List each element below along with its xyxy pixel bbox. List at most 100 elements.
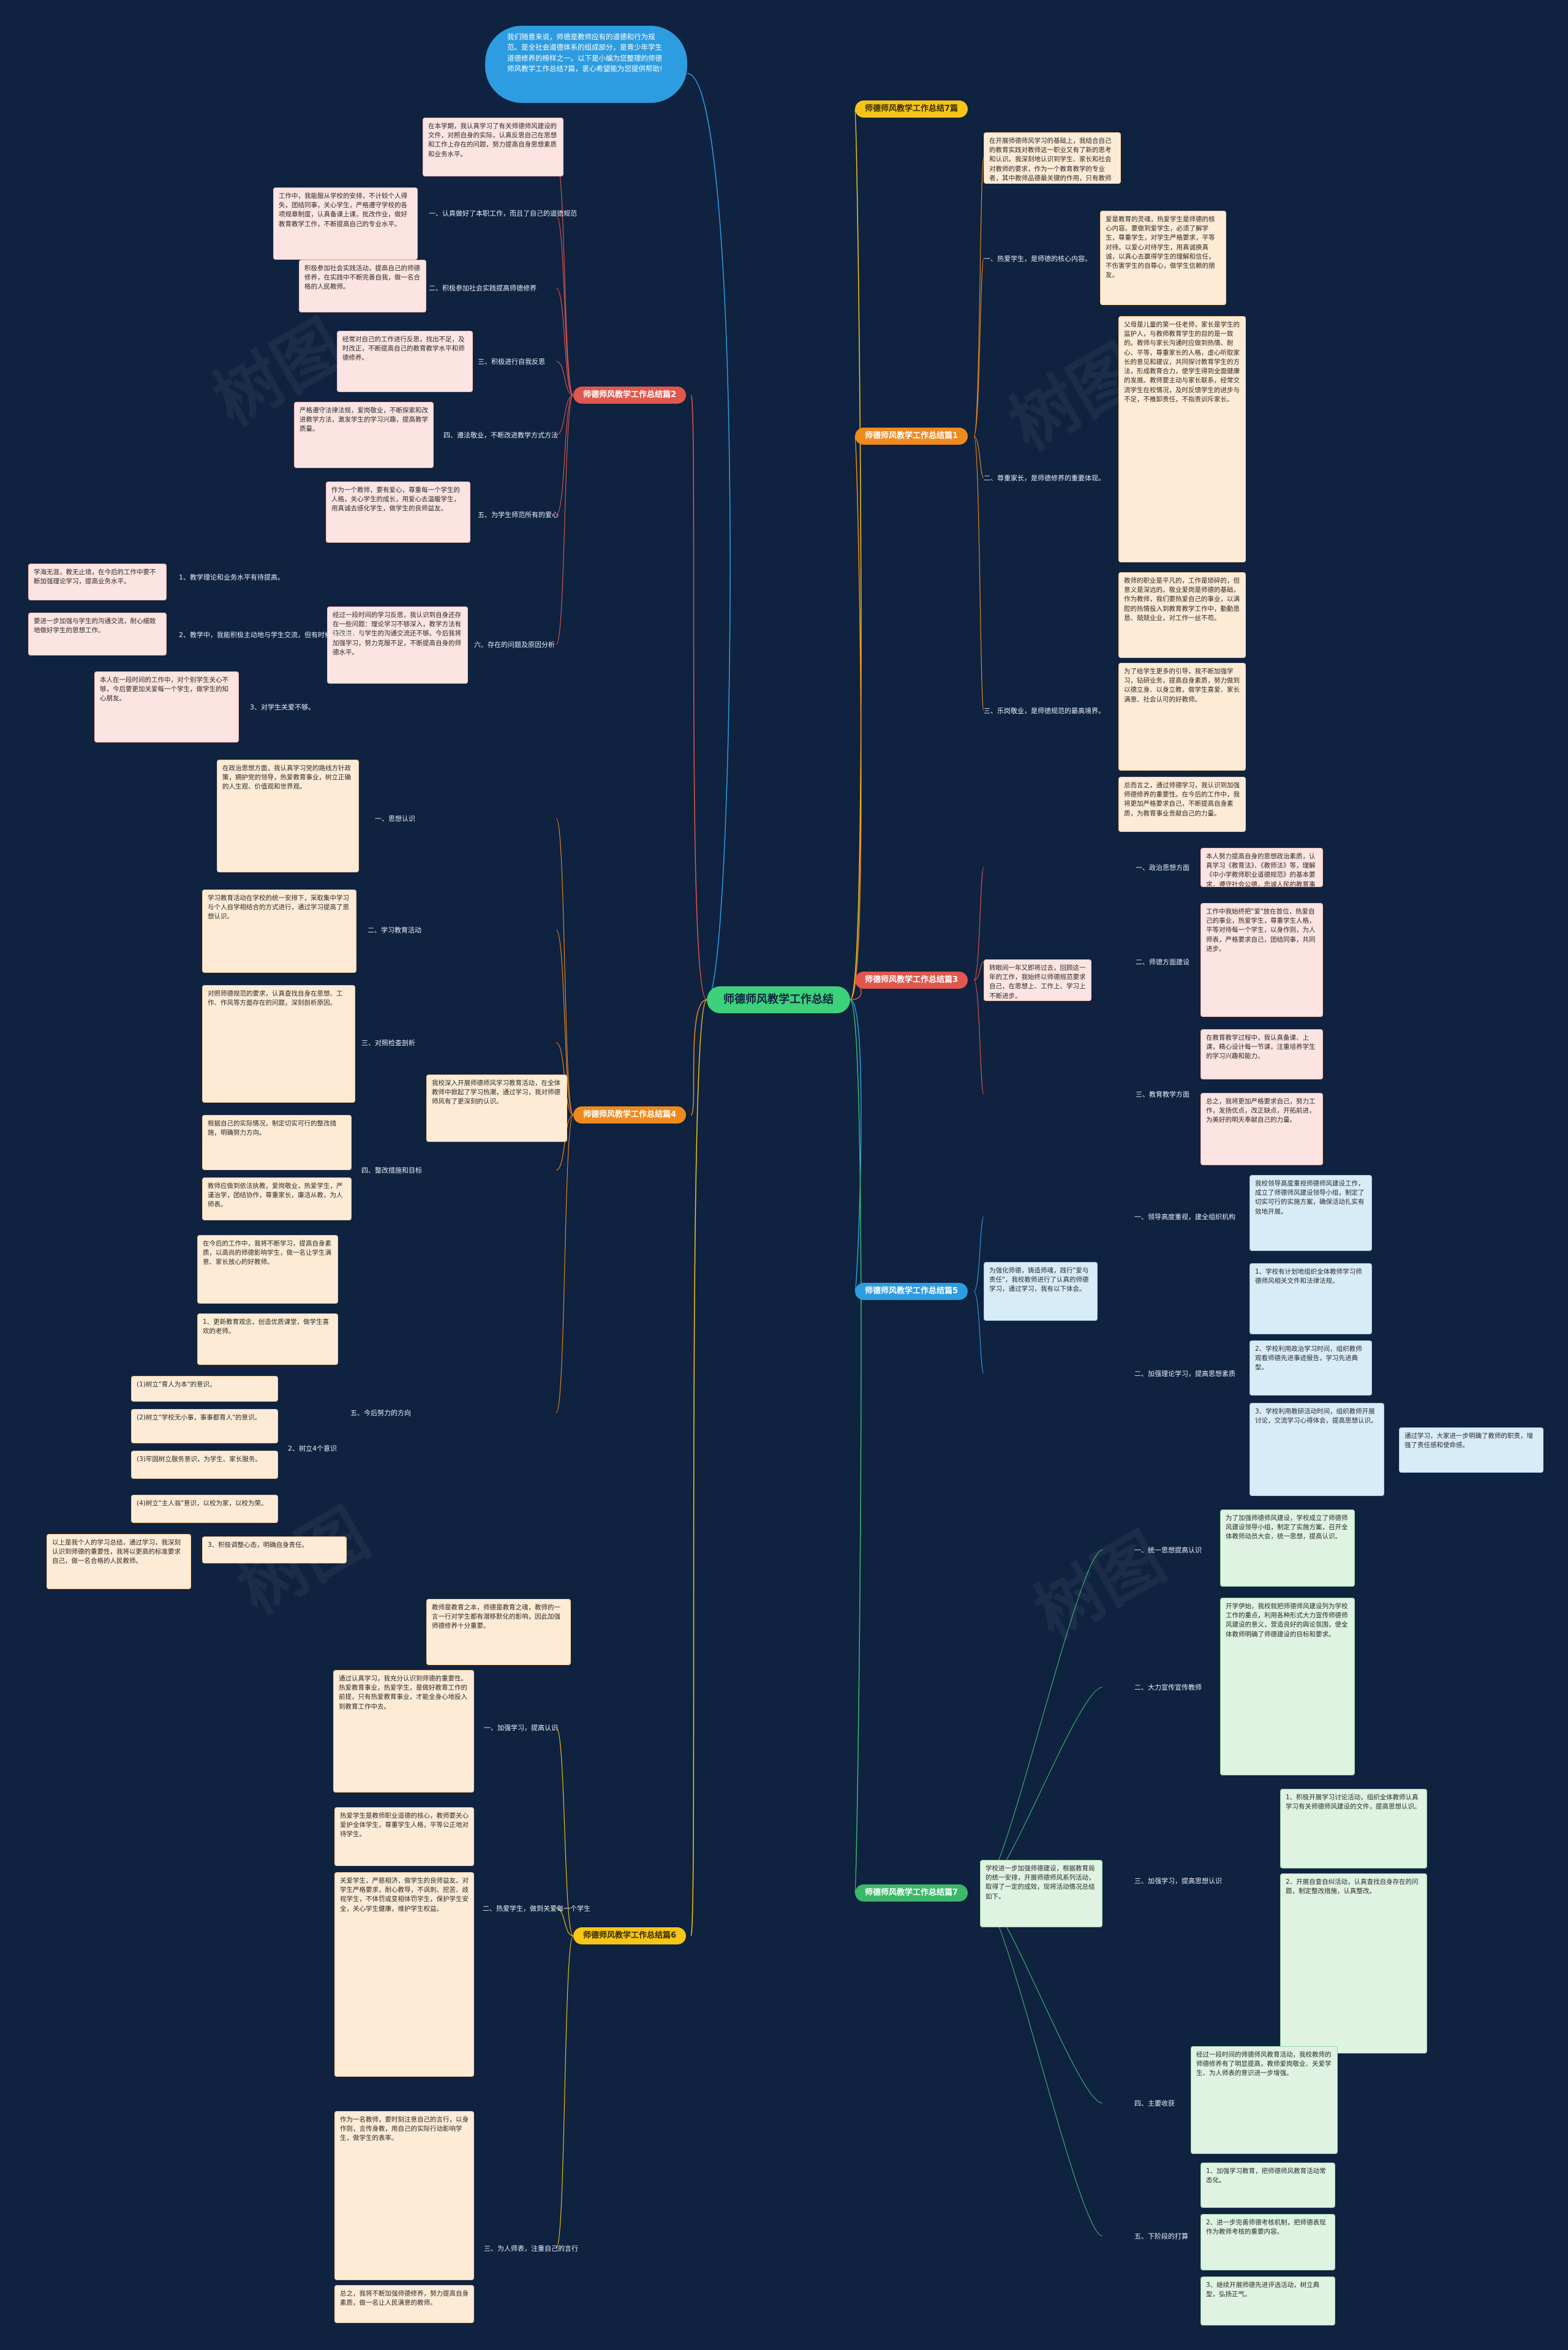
b6-section-1-text: 通过认真学习，我充分认识到师德的重要性。热爱教育事业，热爱学生，是做好教育工作的… [333, 1670, 474, 1793]
b4-section-4-text-2: 教师应做到依法执教，爱岗敬业，热爱学生，严谨治学，团结协作，尊重家长，廉洁从教，… [202, 1177, 352, 1220]
b2-section-1-text: 工作中，我能服从学校的安排，不计较个人得失，团结同事，关心学生，严格遵守学校的各… [273, 187, 418, 260]
b3-section-2-text: 工作中我始终把"爱"放在首位，热爱自己的事业，热爱学生，尊重学生人格，平等对待每… [1200, 903, 1323, 1017]
b4-section-3-text: 对照师德规范的要求，认真查找自身在思想、工作、作风等方面存在的问题，深刻剖析原因… [202, 985, 355, 1103]
b7b-section-3-text-2: 2、开展自查自纠活动，认真查找自身存在的问题，制定整改措施，认真整改。 [1280, 1873, 1427, 2053]
b5-section-2-text-3: 3、学校利用教研活动时间，组织教师开展讨论，交流学习心得体会，提高思想认识。 [1250, 1403, 1384, 1496]
branch-summary-7[interactable]: 师德师风教学工作总结7篇 [855, 100, 968, 118]
link-root-b5 [850, 999, 862, 1292]
b1-intro: 在开展师德师风学习的基础上，我结合自己的教育实践对教师这一职业又有了新的思考和认… [984, 132, 1121, 184]
b4-intro: 我校深入开展师德师风学习教育活动，在全体教师中掀起了学习热潮，通过学习，我对师德… [426, 1075, 567, 1142]
b2-section-5: 五、为学生师范所有的爱心 [478, 511, 559, 519]
b2-section-4: 四、遵法敬业，不断改进教学方式方法 [443, 431, 558, 439]
b4-point-2d: (4)树立"主人翁"意识，以校为家，以校为荣。 [131, 1495, 278, 1523]
b4-section-5-text: 在今后的工作中，我将不断学习，提高自身素质，以高尚的师德影响学生，做一名让学生满… [197, 1235, 338, 1304]
b4-point-2b: (2)树立"学校无小事，事事都育人"的意识。 [131, 1409, 278, 1443]
b5-intro: 为强化师德，铸造师魂，践行"爱与责任"，我校教师进行了认真的师德学习，通过学习，… [984, 1262, 1098, 1321]
b1-section-3-text-1: 教师的职业是平凡的，工作是琐碎的，但意义是深远的。敬业爱岗是师德的基础，作为教师… [1118, 572, 1246, 658]
b6-section-3-text-2: 总之，我将不断加强师德修养，努力提高自身素质，做一名让人民满意的教师。 [334, 2285, 474, 2323]
b1-section-2-text: 父母是儿童的第一任老师，家长是学生的监护人，与教师教育学生的目的是一致的。教师与… [1118, 316, 1246, 562]
b5-section-2-text-1: 1、学校有计划地组织全体教师学习师德师风相关文件和法律法规。 [1250, 1263, 1372, 1334]
b2-section-4-text: 严格遵守法律法规，爱岗敬业，不断探索和改进教学方法，激发学生的学习兴趣，提高教学… [294, 402, 434, 468]
b6-intro: 教师是教育之本，师德是教育之魂，教师的一言一行对学生都有潜移默化的影响，因此加强… [426, 1599, 571, 1665]
b1-section-1-text: 爱是教育的灵魂，热爱学生是师德的核心内容。要做到爱学生，必须了解学生，尊重学生，… [1100, 211, 1226, 305]
b4-point-1: 1、更新教育观念，创造优质课堂，做学生喜欢的老师。 [197, 1313, 338, 1365]
b7b-section-2: 二、大力宣传宣传教师 [1134, 1683, 1202, 1691]
b2-problem-3: 3、对学生关爱不够。 [250, 703, 315, 711]
b3-section-3-text-1: 在教育教学过程中，我认真备课、上课，精心设计每一节课，注重培养学生的学习兴趣和能… [1200, 1029, 1323, 1079]
b2-section-5-text: 作为一个教师，要有爱心，尊重每一个学生的人格，关心学生的成长，用爱心去温暖学生，… [326, 482, 470, 543]
b4-section-2-text: 学习教育活动在学校的统一安排下，采取集中学习与个人自学相结合的方式进行，通过学习… [202, 890, 356, 973]
b4-point-3: 3、积极调整心态，明确自身责任。 [202, 1536, 347, 1563]
b4-section-5: 五、今后努力的方向 [350, 1409, 411, 1417]
branch-summary-1[interactable]: 师德师风教学工作总结篇1 [855, 428, 968, 445]
b3-section-3-text-2: 总之，我将更加严格要求自己，努力工作，发扬优点，改正缺点，开拓前进，为美好的明天… [1200, 1093, 1323, 1165]
b7b-section-3: 三、加强学习，提高思想认识 [1134, 1877, 1222, 1885]
b2-section-2: 二、积极参加社会实践提高师德修养 [429, 284, 537, 292]
b4-section-4-text-1: 根据自己的实际情况，制定切实可行的整改措施，明确努力方向。 [202, 1115, 352, 1170]
branch-summary-6[interactable]: 师德师风教学工作总结篇6 [573, 1927, 687, 1944]
b4-section-4: 四、整改措施和目标 [361, 1166, 422, 1174]
b7b-section-5-text-3: 3、继续开展师德先进评选活动，树立典型，弘扬正气。 [1200, 2276, 1335, 2325]
b2-problem-2: 2、教学中，我能积极主动地与学生交流，但有时候还不够耐心。 [179, 631, 372, 639]
b7b-section-3-text-1: 1、积极开展学习讨论活动，组织全体教师认真学习有关师德师风建设的文件，提高思想认… [1280, 1789, 1427, 1868]
b5-section-2: 二、加强理论学习，提高思想素质 [1134, 1370, 1235, 1378]
b7b-section-4-text: 经过一段时间的师德师风教育活动，我校教师的师德修养有了明显提高，教师爱岗敬业、关… [1191, 2046, 1338, 2154]
b7b-section-4: 四、主要收获 [1134, 2099, 1175, 2107]
b4-point-2: 2、树立4个意识 [288, 1445, 337, 1453]
b2-section-3: 三、积极进行自我反思 [478, 358, 545, 366]
b2-problem-1: 1、教学理论和业务水平有待提高。 [179, 573, 284, 581]
b4-section-2: 二、学习教育活动 [368, 926, 421, 934]
b7b-section-5-text-1: 1、加强学习教育，把师德师风教育活动常态化。 [1200, 2163, 1335, 2208]
b5-side-note: 通过学习，大家进一步明确了教师的职责，增强了责任感和使命感。 [1399, 1427, 1544, 1473]
b1-section-3-text-2: 为了给学生更多的引导，我不断加强学习，钻研业务，提高自身素质，努力做到以德立身、… [1118, 663, 1246, 771]
b2-section-6: 六、存在的问题及原因分析 [474, 641, 555, 649]
b2-section-2-text: 积极参加社会实践活动，提高自己的师德修养，在实践中不断完善自我，做一名合格的人民… [299, 260, 426, 312]
link-root-b7 [850, 108, 862, 1000]
branch-summary-5[interactable]: 师德师风教学工作总结篇5 [855, 1283, 968, 1300]
b6-section-1: 一、加强学习，提高认识 [484, 1724, 558, 1732]
b7b-section-1-text: 为了加强师德师风建设，学校成立了师德师风建设领导小组，制定了实施方案，召开全体教… [1220, 1509, 1355, 1587]
b7b-section-5: 五、下阶段的打算 [1134, 2232, 1188, 2240]
b7b-section-5-text-2: 2、进一步完善师德考核机制，把师德表现作为教师考核的重要内容。 [1200, 2214, 1335, 2270]
b4-point-3-text: 以上是我个人的学习总结，通过学习，我深刻认识到师德的重要性，我将以更高的标准要求… [47, 1534, 191, 1589]
b4-point-2a: (1)树立"育人为本"的意识。 [131, 1376, 278, 1402]
b3-section-2: 二、师德方面建设 [1136, 958, 1189, 966]
b7b-intro: 学校进一步加强师德建设，根据教育局的统一安排，开展师德师风系列活动，取得了一定的… [980, 1860, 1102, 1927]
b3-section-1: 一、政治思想方面 [1136, 864, 1189, 872]
branch-summary-3[interactable]: 师德师风教学工作总结篇3 [855, 972, 968, 989]
b4-section-1-text: 在政治思想方面，我认真学习党的路线方针政策，拥护党的领导，热爱教育事业，树立正确… [217, 760, 359, 872]
branch-summary-7b[interactable]: 师德师风教学工作总结篇7 [855, 1884, 968, 1902]
link-root-b4 [690, 999, 707, 1116]
b3-section-3: 三、教育教学方面 [1136, 1090, 1189, 1098]
b5-section-1-text: 我校领导高度重视师德师风建设工作，成立了师德师风建设领导小组，制定了切实可行的实… [1250, 1175, 1372, 1251]
b6-section-3: 三、为人师表，注重自己的言行 [484, 2245, 578, 2253]
b2-section-3-text: 经常对自己的工作进行反思，找出不足，及时改正，不断提高自己的教育教学水平和师德修… [337, 331, 473, 392]
b2-problem-1-text: 学海无涯，教无止境，在今后的工作中要不断加强理论学习，提高业务水平。 [28, 564, 167, 600]
b1-section-3: 三、乐岗敬业，是师德规范的最高境界。 [984, 707, 1105, 715]
b4-point-2c: (3)牢固树立服务意识，为学生、家长服务。 [131, 1451, 278, 1479]
b6-section-2-text-2: 关爱学生，严慈相济，做学生的良师益友。对学生严格要求，耐心教导，不讽刺、挖苦、歧… [334, 1872, 474, 2077]
b3-section-1-text: 本人努力提高自身的思想政治素质，认真学习《教育法》、《教师法》等，理解《中小学教… [1200, 848, 1323, 887]
b6-section-2: 二、热爱学生，做到关爱每一个学生 [483, 1905, 590, 1913]
b1-section-3-text-3: 总而言之，通过师德学习，我认识到加强师德修养的重要性。在今后的工作中，我将更加严… [1118, 777, 1246, 832]
b7b-section-1: 一、统一思想提高认识 [1134, 1546, 1202, 1554]
b6-section-3-text-1: 作为一名教师，要时刻注意自己的言行，以身作则，言传身教，用自己的实际行动影响学生… [334, 2111, 474, 2280]
b2-problem-2-text: 要进一步加强与学生的沟通交流，耐心细致地做好学生的思想工作。 [28, 613, 167, 656]
b2-problem-3-text: 本人在一段时间的工作中，对个别学生关心不够，今后要更加关爱每一个学生，做学生的知… [94, 671, 239, 742]
b1-section-1: 一、热爱学生，是师德的核心内容。 [984, 255, 1091, 263]
link-root-b1 [850, 436, 862, 1000]
branch-summary-4[interactable]: 师德师风教学工作总结篇4 [573, 1106, 687, 1124]
branch-summary-2[interactable]: 师德师风教学工作总结篇2 [573, 387, 687, 404]
link-root-b2 [690, 395, 707, 1000]
b3-intro: 转眼间一年又即将过去，回顾这一年的工作，我始终以师德规范要求自己，在思想上、工作… [984, 959, 1091, 1001]
b1-section-2: 二、尊重家长，是师德修养的重要体现。 [984, 474, 1105, 482]
b2-intro: 在本学期，我认真学习了有关师德师风建设的文件，对照自身的实际，认真反思自己在思想… [423, 118, 564, 176]
b4-section-1: 一、思想认识 [375, 815, 415, 823]
link-root-b6 [690, 999, 707, 1936]
b4-section-3: 三、对照检查剖析 [361, 1039, 415, 1047]
b7b-section-2-text: 开学伊始，我校就把师德师风建设列为学校工作的重点，利用各种形式大力宣传师德师风建… [1220, 1598, 1355, 1775]
b2-section-1: 一、认真做好了本职工作，而且了自己的道德规范 [429, 210, 577, 217]
b2-section-6-text: 经过一段时间的学习反思，我认识到自身还存在一些问题：理论学习不够深入，教学方法有… [327, 606, 468, 684]
root-topic[interactable]: 师德师风教学工作总结 [707, 986, 850, 1013]
link-root-b7b [850, 999, 862, 1894]
